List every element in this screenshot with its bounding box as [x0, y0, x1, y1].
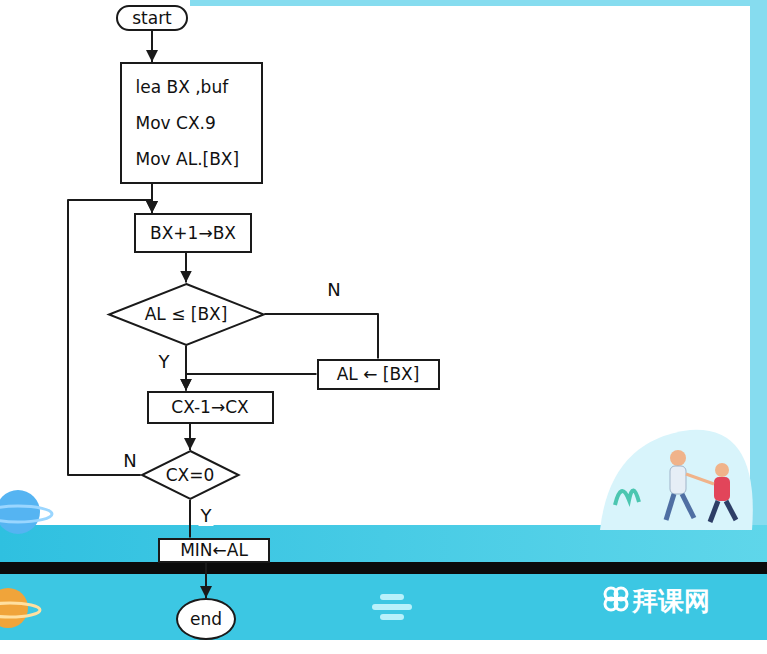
text-group: CX=0 [166, 465, 215, 485]
process-box: AL ← [BX] [317, 359, 440, 390]
text-group: start [132, 8, 172, 28]
text-group: MIN←AL [180, 540, 248, 560]
process-box: lea BX ,bufMov CX.9Mov AL.[BX] [120, 62, 263, 184]
decision-diamond: AL ≤ [BX] [108, 283, 265, 346]
frame-right [750, 0, 767, 530]
end-terminal: end [176, 598, 236, 640]
node-text: AL ← [BX] [337, 364, 420, 384]
branch-label: Y [199, 506, 214, 526]
branch-label: N [121, 451, 138, 471]
bottom-strip [0, 640, 767, 654]
frame-top [190, 0, 767, 6]
planet-icon [0, 490, 52, 628]
process-box: BX+1→BX [134, 213, 252, 253]
node-text: start [132, 8, 172, 28]
branch-label: N [325, 280, 342, 300]
decision-diamond: CX=0 [141, 450, 240, 500]
node-text: Mov CX.9 [136, 105, 240, 141]
text-group: CX-1→CX [171, 397, 248, 417]
flow-arrow [151, 31, 153, 62]
text-group: end [190, 609, 222, 629]
node-text: Mov AL.[BX] [136, 141, 240, 177]
branch-label: Y [157, 352, 172, 372]
runners-illustration [600, 430, 753, 530]
node-text: MIN←AL [180, 540, 248, 560]
flow-arrow [205, 563, 207, 599]
flow-arrow [186, 374, 317, 391]
lower-band [0, 525, 767, 562]
node-text: BX+1→BX [150, 223, 236, 243]
start-terminal: start [116, 5, 188, 31]
text-group: lea BX ,bufMov CX.9Mov AL.[BX] [136, 69, 240, 177]
flow-arrow [185, 253, 187, 283]
node-text: AL ≤ [BX] [145, 304, 228, 324]
process-box: CX-1→CX [147, 391, 274, 424]
node-text: end [190, 609, 222, 629]
node-text: lea BX ,buf [136, 69, 240, 105]
logo-icon [605, 588, 627, 610]
flow-arrow [189, 500, 191, 538]
black-bar [0, 562, 767, 574]
menu-icon [372, 594, 412, 620]
node-text: CX=0 [166, 465, 215, 485]
text-group: BX+1→BX [150, 223, 236, 243]
flow-arrow [189, 424, 191, 451]
process-box: MIN←AL [158, 538, 270, 563]
flow-arrow [264, 314, 378, 359]
bottom-band [0, 574, 767, 654]
text-group: AL ≤ [BX] [145, 304, 228, 324]
node-text: CX-1→CX [171, 397, 248, 417]
watermark: 拜课网 [632, 584, 710, 619]
text-group: AL ← [BX] [337, 364, 420, 384]
